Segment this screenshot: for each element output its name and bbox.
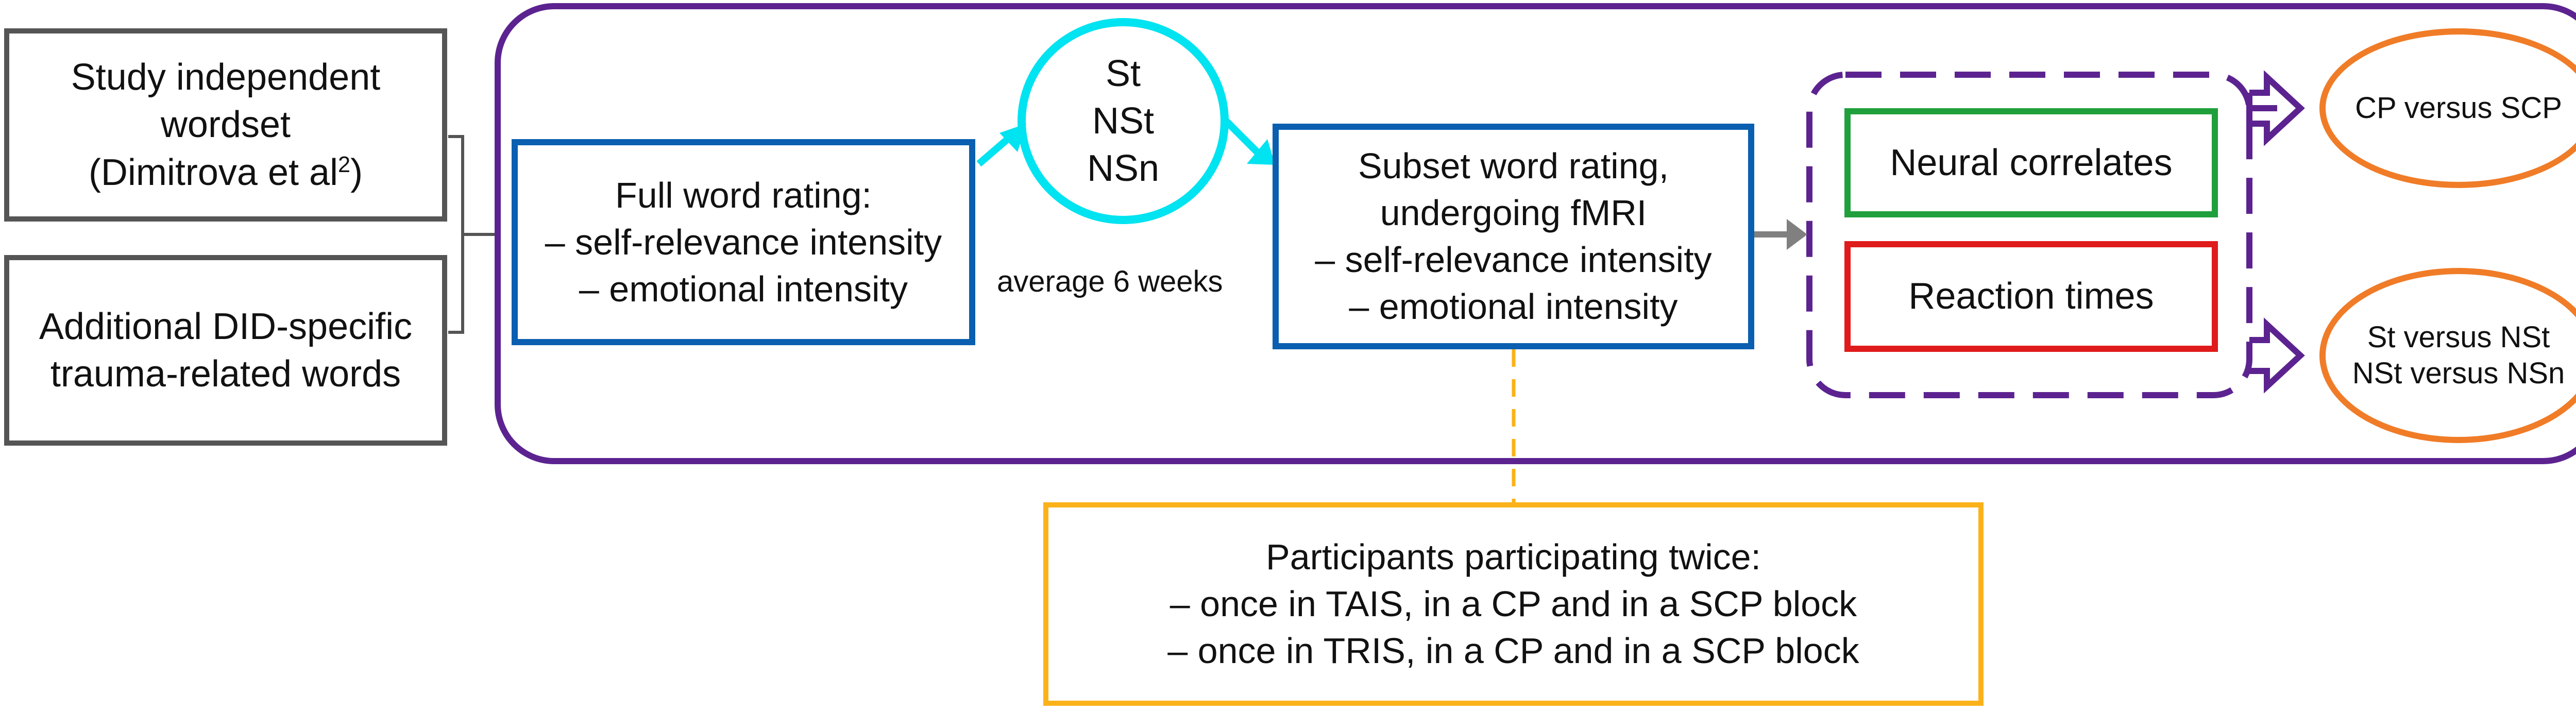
full-rating-title: Full word rating:	[615, 175, 872, 215]
full-rating-box: Full word rating: – self-relevance inten…	[512, 139, 975, 345]
arrow-to-cp-scp	[2246, 70, 2305, 146]
cp-scp-label: CP versus SCP	[2355, 91, 2562, 125]
wordset-citation-close: )	[350, 151, 363, 193]
arrow-to-st-nst	[2249, 317, 2305, 394]
neural-correlates-box: Neural correlates	[1844, 108, 2218, 217]
subset-rating-item-2: – emotional intensity	[1349, 286, 1678, 327]
did-words-box: Additional DID-specific trauma-related w…	[4, 255, 447, 446]
subset-rating-box: Subset word rating, undergoing fMRI – se…	[1273, 124, 1754, 349]
did-words-line-1: Additional DID-specific	[39, 306, 413, 347]
subset-rating-item-1: – self-relevance intensity	[1315, 240, 1712, 280]
subset-rating-title-2: undergoing fMRI	[1380, 193, 1647, 233]
wordset-citation: (Dimitrova et al2)	[89, 149, 363, 196]
wordset-citation-text: (Dimitrova et al	[88, 151, 338, 193]
wordset-line-1: Study independent	[71, 57, 381, 98]
participants-title: Participants participating twice:	[1266, 537, 1761, 577]
did-words-line-2: trauma-related words	[50, 353, 401, 395]
study-container	[495, 3, 2576, 464]
st-nst-label: St versus NSt	[2367, 320, 2550, 354]
outcome-group	[1806, 72, 2252, 398]
reaction-times-box: Reaction times	[1844, 241, 2218, 352]
arrow-to-subset	[1221, 116, 1260, 155]
arrow-to-subset-head	[1247, 139, 1275, 165]
wordset-box: Study independent wordset (Dimitrova et …	[4, 28, 447, 222]
full-rating-item-1: – self-relevance intensity	[545, 222, 942, 262]
source-bracket	[448, 135, 495, 334]
participants-tais: – once in TAIS, in a CP and in a SCP blo…	[1170, 584, 1857, 624]
neural-correlates-label: Neural correlates	[1890, 142, 2173, 183]
reaction-times-label: Reaction times	[1908, 276, 2154, 317]
category-st: St	[1105, 53, 1141, 94]
participants-tris: – once in TRIS, in a CP and in a SCP blo…	[1167, 631, 1859, 671]
full-rating-item-2: – emotional intensity	[579, 268, 908, 309]
categories-circle: St NSt NSn	[1018, 18, 1229, 224]
wordset-line-2: wordset	[160, 104, 291, 146]
participants-box: Participants participating twice: – once…	[1043, 502, 1984, 706]
wordset-citation-ref: 2	[338, 152, 351, 177]
category-nst: NSt	[1092, 100, 1155, 142]
subset-rating-title-1: Subset word rating,	[1358, 146, 1669, 186]
arrow-to-outcomes-head	[1787, 219, 1807, 250]
interval-label: average 6 weeks	[997, 265, 1223, 298]
nst-nsn-label: NSt versus NSn	[2352, 357, 2565, 390]
category-nsn: NSn	[1087, 148, 1160, 190]
